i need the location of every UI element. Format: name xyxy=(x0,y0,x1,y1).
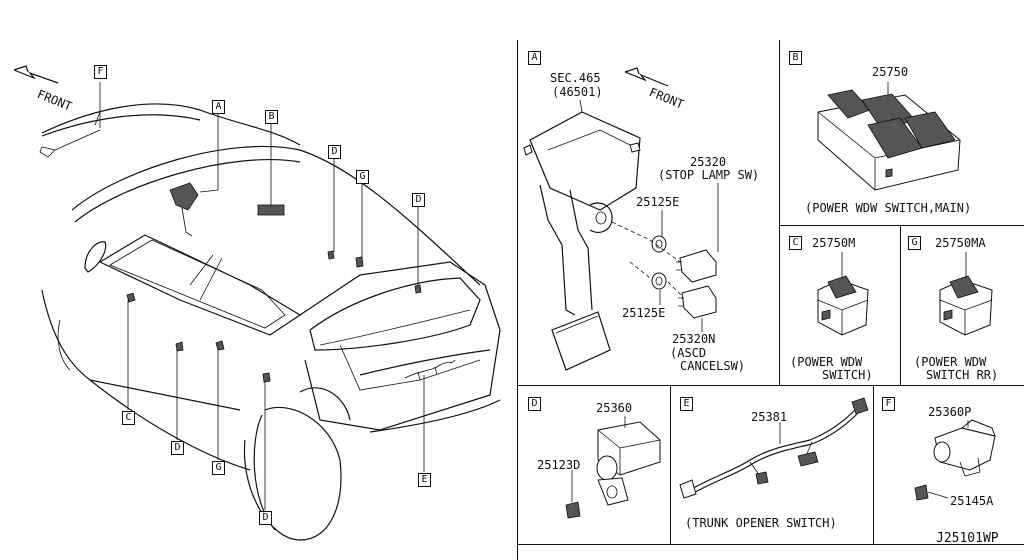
panel-d-part-2: 25123D xyxy=(537,458,581,472)
panel-c-tag: C xyxy=(789,236,802,250)
divider-e-f xyxy=(873,385,874,545)
panel-a-tag: A xyxy=(528,51,541,65)
panel-a-stop-lamp-name: (STOP LAMP SW) xyxy=(658,168,760,182)
callout-g-2: G xyxy=(212,461,225,475)
panel-f-part-1: 25360P xyxy=(928,405,972,419)
panel-a-stop-lamp-part: 25320 xyxy=(690,155,727,169)
divider-b-bottom xyxy=(779,225,1024,226)
panel-c-name-2: SWITCH) xyxy=(822,368,873,382)
panel-g-tag: G xyxy=(908,236,921,250)
panel-d-tag: D xyxy=(528,397,541,411)
panel-a-sec-sub: (46501) xyxy=(552,85,603,99)
divider-main-vertical xyxy=(517,40,518,560)
divider-mid-horizontal xyxy=(517,385,1024,386)
panel-a-ascd-part: 25320N xyxy=(672,332,716,346)
panel-e-tag: E xyxy=(680,397,693,411)
panel-c-name-1: (POWER WDW xyxy=(790,355,863,369)
panel-b-part: 25750 xyxy=(872,65,909,79)
drawing-code: J25101WP xyxy=(936,531,999,546)
callout-e: E xyxy=(418,473,431,487)
panel-a-ascd-name-1: (ASCD xyxy=(670,346,707,360)
callout-d-2: D xyxy=(412,193,425,207)
callout-a: A xyxy=(212,100,225,114)
panel-g-name-1: (POWER WDW xyxy=(914,355,987,369)
panel-f-tag: F xyxy=(882,397,895,411)
callout-f: F xyxy=(94,65,107,79)
divider-c-g xyxy=(900,225,901,385)
divider-d-e xyxy=(670,385,671,545)
panel-e-name: (TRUNK OPENER SWITCH) xyxy=(685,516,837,530)
panel-a-sec-ref: SEC.465 xyxy=(550,71,601,85)
panel-c-part: 25750M xyxy=(812,236,856,250)
divider-a-right xyxy=(779,40,780,385)
callout-d-4: D xyxy=(259,511,272,525)
callout-b: B xyxy=(265,110,278,124)
panel-a-clip-part-2: 25125E xyxy=(622,306,666,320)
panel-g-name-2: SWITCH RR) xyxy=(926,368,999,382)
divider-bottom xyxy=(517,544,1024,545)
panel-f-part-2: 25145A xyxy=(950,494,994,508)
panel-a-ascd-name-2: CANCELSW) xyxy=(680,359,746,373)
callout-d-3: D xyxy=(171,441,184,455)
panel-b-tag: B xyxy=(789,51,802,65)
callout-d-1: D xyxy=(328,145,341,159)
panel-g-part: 25750MA xyxy=(935,236,986,250)
panel-e-part: 25381 xyxy=(751,410,788,424)
panel-a-clip-part-1: 25125E xyxy=(636,195,680,209)
callout-c: C xyxy=(122,411,135,425)
callout-g-1: G xyxy=(356,170,369,184)
panel-b-name: (POWER WDW SWITCH,MAIN) xyxy=(805,201,972,215)
panel-d-part-1: 25360 xyxy=(596,401,633,415)
